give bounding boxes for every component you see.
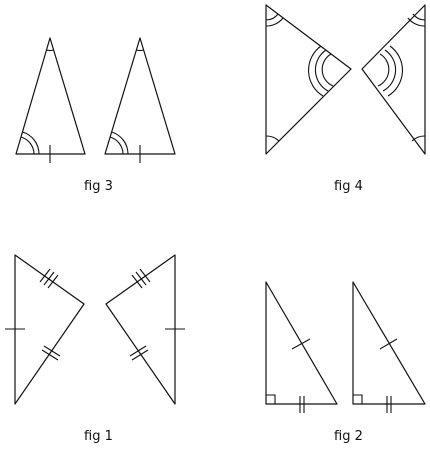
fig2-right-right-angle bbox=[353, 394, 363, 404]
fig4-label: fig 4 bbox=[334, 179, 363, 194]
figure-1: fig 1 bbox=[5, 254, 185, 444]
fig1-label: fig 1 bbox=[84, 429, 113, 444]
fig2-right-base-ticks bbox=[386, 396, 392, 413]
fig3-left-apex-arc bbox=[46, 49, 54, 52]
fig4-right-top-arc bbox=[407, 13, 426, 27]
fig3-triangle-right bbox=[104, 37, 176, 155]
figure-2: fig 2 bbox=[265, 281, 426, 444]
fig2-triangle-right bbox=[352, 281, 426, 405]
fig1-right-upper-ticks bbox=[131, 268, 151, 289]
fig2-label: fig 2 bbox=[334, 429, 363, 444]
fig3-left-base-arc bbox=[20, 131, 40, 155]
fig1-left-upper-ticks bbox=[39, 268, 59, 289]
fig2-left-base-ticks bbox=[299, 396, 305, 413]
fig1-left-lower-ticks bbox=[41, 345, 61, 361]
fig4-triangle-left bbox=[265, 4, 352, 155]
fig4-left-apex-arc bbox=[308, 45, 334, 97]
fig3-right-apex-arc bbox=[136, 49, 144, 52]
fig3-right-base-arc bbox=[109, 131, 129, 155]
fig4-right-apex-arc bbox=[377, 45, 403, 97]
fig4-right-bottom-arc bbox=[411, 135, 426, 142]
figure-3: fig 3 bbox=[15, 37, 176, 194]
figure-4: fig 4 bbox=[265, 4, 426, 194]
fig2-right-hyp-tick bbox=[379, 338, 398, 350]
fig3-label: fig 3 bbox=[84, 179, 113, 194]
fig2-left-right-angle bbox=[266, 394, 276, 404]
fig1-right-lower-ticks bbox=[129, 345, 149, 361]
fig3-triangle-left bbox=[15, 37, 86, 155]
fig2-left-hyp-tick bbox=[291, 338, 311, 350]
fig4-left-bottom-arc bbox=[265, 135, 280, 142]
fig4-triangle-right bbox=[361, 4, 426, 155]
fig4-left-top-arc bbox=[265, 13, 284, 27]
fig2-triangle-left bbox=[265, 281, 338, 405]
